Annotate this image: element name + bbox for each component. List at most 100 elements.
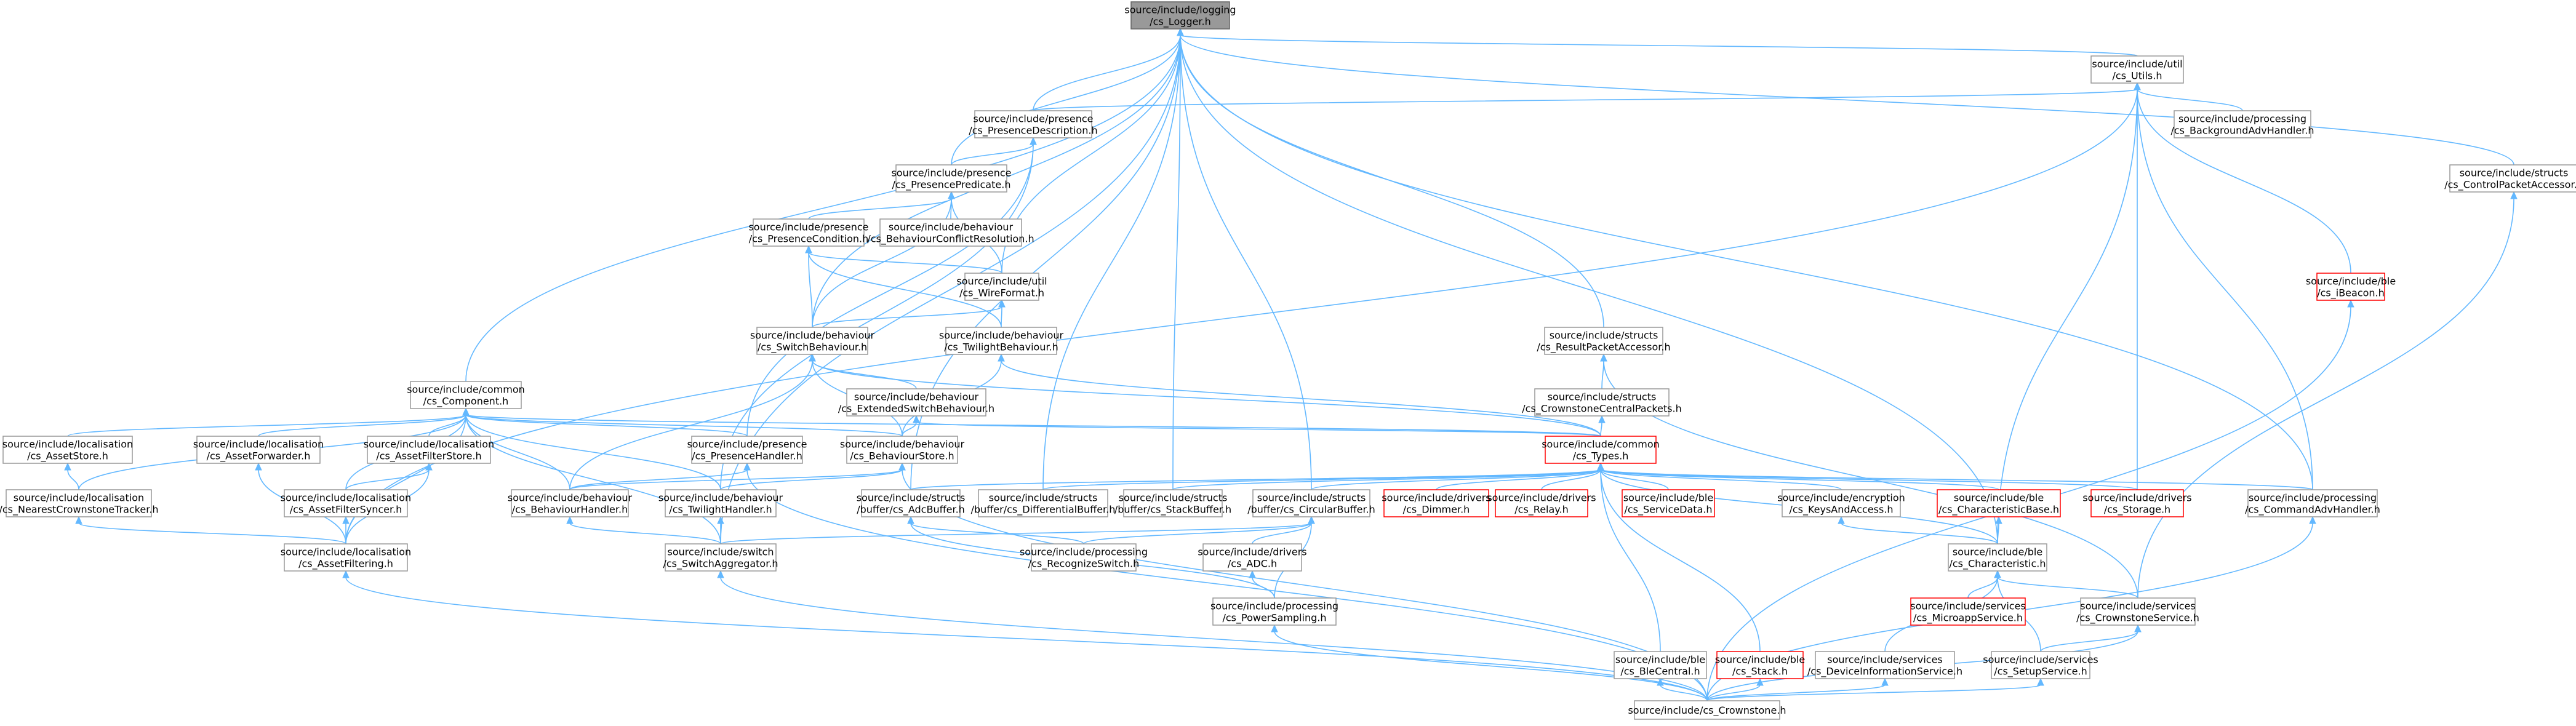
node-bstore[interactable]: source/include/behaviour/cs_BehaviourSto… xyxy=(840,436,965,464)
node-label-line: source/include/behaviour xyxy=(750,330,875,341)
node-label-line: source/include/switch xyxy=(668,546,774,558)
node-assetstore[interactable]: source/include/localisation/cs_AssetStor… xyxy=(2,436,133,464)
node-diffbuf[interactable]: source/include/structs/buffer/cs_Differe… xyxy=(971,489,1116,517)
node-assetfwd[interactable]: source/include/localisation/cs_AssetForw… xyxy=(193,436,324,464)
edge-cmdadv-to-types xyxy=(1600,469,2313,490)
node-prescond[interactable]: source/include/presence/cs_PresenceCondi… xyxy=(748,218,869,247)
node-box xyxy=(846,388,986,417)
node-recognize[interactable]: source/include/processing/cs_RecognizeSw… xyxy=(1020,543,1148,572)
node-powersampling[interactable]: source/include/processing/cs_PowerSampli… xyxy=(1210,597,1338,626)
node-label-line: /cs_BehaviourHandler.h xyxy=(512,504,628,516)
edge-adcbuf-to-types xyxy=(910,469,1601,490)
arrowhead xyxy=(948,191,955,199)
node-assetfilterstore[interactable]: source/include/localisation/cs_AssetFilt… xyxy=(364,436,494,464)
edge-blecentral-to-types xyxy=(1600,469,1661,652)
edge-switchagg-to-logger xyxy=(720,34,1181,544)
node-label-line: source/include/behaviour xyxy=(840,439,965,450)
node-label-line: /cs_Stack.h xyxy=(1732,666,1788,678)
node-csservice[interactable]: source/include/services/cs_CrownstoneSer… xyxy=(2076,597,2199,626)
node-preshandler[interactable]: source/include/presence/cs_PresenceHandl… xyxy=(687,436,807,464)
node-label-line: source/include/services xyxy=(1910,600,2026,612)
node-switchagg[interactable]: source/include/switch/cs_SwitchAggregato… xyxy=(663,543,778,572)
node-label-line: /cs_PresencePredicate.h xyxy=(892,179,1011,191)
node-devinfo[interactable]: source/include/services/cs_DeviceInforma… xyxy=(1807,651,1962,679)
node-label-line: /cs_AssetFilterSyncer.h xyxy=(290,504,402,516)
node-component[interactable]: source/include/common/cs_Component.h xyxy=(407,381,525,409)
node-label-line: /cs_TwilightHandler.h xyxy=(669,504,772,516)
node-blecentral[interactable]: source/include/ble/cs_BleCentral.h xyxy=(1614,651,1707,679)
node-box xyxy=(1202,543,1302,572)
node-box xyxy=(756,327,868,355)
node-crownstone[interactable]: source/include/cs_Crownstone.h xyxy=(1628,700,1786,720)
node-relay[interactable]: source/include/drivers/cs_Relay.h xyxy=(1487,489,1596,517)
edge-ctrlpkt-to-logger xyxy=(1180,34,2514,166)
edge-prespred-to-logger xyxy=(951,34,1181,166)
node-box xyxy=(1634,700,1780,720)
edge-characteristic-to-keys xyxy=(1841,522,1998,544)
node-label-line: /cs_PresenceHandler.h xyxy=(692,450,802,463)
node-label-line: source/include/ble xyxy=(1953,546,2042,558)
node-prespred[interactable]: source/include/presence/cs_PresencePredi… xyxy=(891,164,1012,193)
node-box xyxy=(2449,164,2576,193)
node-twilightbeh[interactable]: source/include/behaviour/cs_TwilightBeha… xyxy=(939,327,1064,355)
node-adc[interactable]: source/include/drivers/cs_ADC.h xyxy=(1198,543,1307,572)
edge-bhandler-to-bstore xyxy=(569,469,903,490)
arrowhead xyxy=(1881,677,1889,686)
node-label-line: /cs_CharacteristicBase.h xyxy=(1938,504,2059,516)
node-bgadv[interactable]: source/include/processing/cs_BackgroundA… xyxy=(2170,110,2314,138)
arrowhead xyxy=(998,299,1006,308)
node-stackbuf[interactable]: source/include/structs/buffer/cs_StackBu… xyxy=(1114,489,1231,517)
node-label-line: source/include/behaviour xyxy=(854,391,979,403)
node-logger[interactable]: source/include/logging/cs_Logger.h xyxy=(1124,1,1236,30)
node-characteristic[interactable]: source/include/ble/cs_Characteristic.h xyxy=(1948,543,2047,572)
edge-switchagg-to-component xyxy=(465,414,721,544)
node-box xyxy=(665,543,777,572)
node-box xyxy=(1614,651,1707,679)
node-assetfilter[interactable]: source/include/localisation/cs_AssetFilt… xyxy=(281,543,411,572)
node-ibeacon[interactable]: source/include/ble/cs_iBeacon.h xyxy=(2306,273,2396,301)
node-label-line: source/include/behaviour xyxy=(939,330,1064,341)
node-adcbuf[interactable]: source/include/structs/buffer/cs_AdcBuff… xyxy=(857,489,966,517)
edge-crownstone-to-setupservice xyxy=(1706,684,2041,701)
node-extswitch[interactable]: source/include/behaviour/cs_ExtendedSwit… xyxy=(838,388,994,417)
node-label-line: source/include/processing xyxy=(2178,113,2306,125)
edge-nearest-to-assetstore xyxy=(67,469,79,490)
node-label-line: /cs_AssetFiltering.h xyxy=(298,558,393,570)
edge-bgadv-to-utils xyxy=(2137,89,2243,111)
node-twhandler[interactable]: source/include/behaviour/cs_TwilightHand… xyxy=(658,489,783,517)
node-bhandler[interactable]: source/include/behaviour/cs_BehaviourHan… xyxy=(508,489,633,517)
edge-types-to-centralpkt xyxy=(1600,421,1602,437)
node-label-line: source/include/presence xyxy=(748,221,868,233)
node-label-line: /cs_Storage.h xyxy=(2104,504,2170,516)
node-centralpkt[interactable]: source/include/structs/cs_CrownstoneCent… xyxy=(1522,388,1682,417)
node-setupservice[interactable]: source/include/services/cs_SetupService.… xyxy=(1983,651,2098,679)
node-dimmer[interactable]: source/include/drivers/cs_Dimmer.h xyxy=(1382,489,1491,517)
node-keys[interactable]: source/include/encryption/cs_KeysAndAcce… xyxy=(1777,489,1905,517)
edge-charbase-to-types xyxy=(1600,469,1999,490)
edge-bhandler-to-component xyxy=(465,414,570,490)
node-types[interactable]: source/include/common/cs_Types.h xyxy=(1542,436,1660,464)
node-resultpkt[interactable]: source/include/structs/cs_ResultPacketAc… xyxy=(1537,327,1671,355)
node-label-line: source/include/structs xyxy=(1119,492,1228,504)
node-filtersync[interactable]: source/include/localisation/cs_AssetFilt… xyxy=(281,489,411,517)
node-microapp[interactable]: source/include/services/cs_MicroappServi… xyxy=(1910,597,2026,626)
node-cmdadv[interactable]: source/include/processing/cs_CommandAdvH… xyxy=(2245,489,2380,517)
node-circbuf[interactable]: source/include/structs/buffer/cs_Circula… xyxy=(1247,489,1375,517)
arrowhead xyxy=(1600,353,1607,362)
node-ctrlpkt[interactable]: source/include/structs/cs_ControlPacketA… xyxy=(2444,164,2576,193)
node-label-line: source/include/util xyxy=(956,276,1047,287)
node-nearest[interactable]: source/include/localisation/cs_NearestCr… xyxy=(0,489,159,517)
node-utils[interactable]: source/include/util/cs_Utils.h xyxy=(2090,55,2184,84)
node-wireformat[interactable]: source/include/util/cs_WireFormat.h xyxy=(956,273,1047,301)
node-servicedata[interactable]: source/include/ble/cs_ServiceData.h xyxy=(1622,489,1715,517)
node-bconflict[interactable]: source/include/behaviour/cs_BehaviourCon… xyxy=(867,218,1034,247)
node-blestack[interactable]: source/include/ble/cs_Stack.h xyxy=(1715,651,1805,679)
node-label-line: source/include/processing xyxy=(2249,492,2377,504)
edge-microapp-to-characteristic xyxy=(1967,576,1998,599)
arrowhead xyxy=(1657,677,1664,686)
node-label-line: /cs_KeysAndAccess.h xyxy=(1789,504,1893,516)
node-switchbeh[interactable]: source/include/behaviour/cs_SwitchBehavi… xyxy=(750,327,875,355)
node-storage[interactable]: source/include/drivers/cs_Storage.h xyxy=(2082,489,2192,517)
node-presdesc[interactable]: source/include/presence/cs_PresenceDescr… xyxy=(969,110,1098,138)
node-charbase[interactable]: source/include/ble/cs_CharacteristicBase… xyxy=(1937,489,2061,517)
